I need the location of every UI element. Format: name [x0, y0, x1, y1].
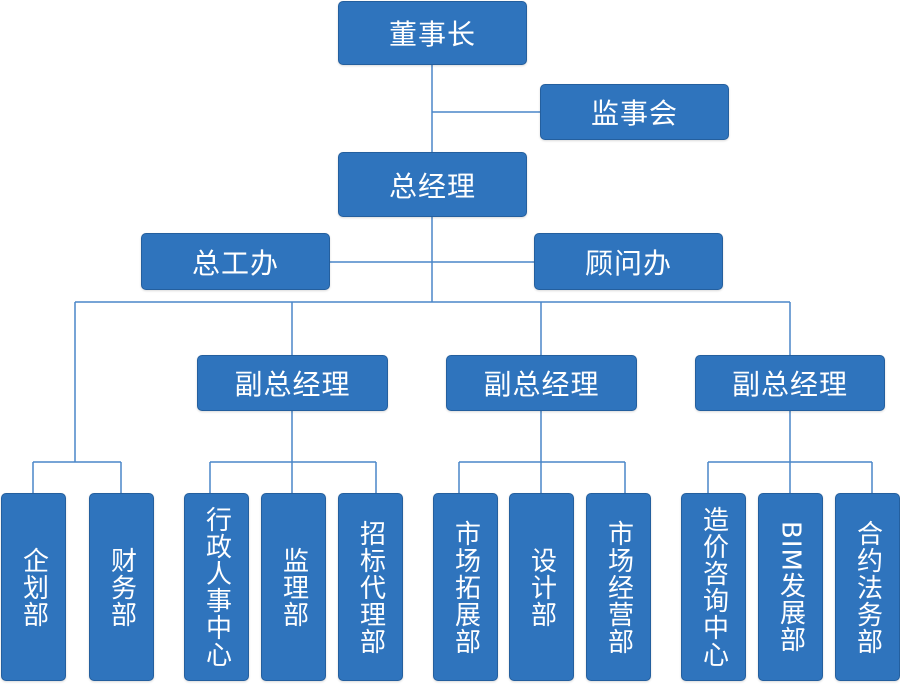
dept-bim-development: BIM发展部 [758, 493, 823, 681]
supervisory-board-box: 监事会 [540, 84, 729, 140]
deputy-gm-box-2: 副总经理 [446, 355, 637, 411]
dept-finance: 财务部 [89, 493, 154, 681]
general-manager-box: 总经理 [338, 152, 527, 217]
dept-planning: 企划部 [1, 493, 66, 681]
chairman-box: 董事长 [338, 1, 527, 65]
dept-design: 设计部 [509, 493, 574, 681]
dept-admin-hr: 行政人事中心 [184, 493, 249, 681]
advisor-office-box: 顾问办 [534, 233, 723, 290]
line-dgm3-group [707, 411, 873, 493]
dept-bidding-agency: 招标代理部 [338, 493, 403, 681]
dept-market-expansion: 市场拓展部 [433, 493, 498, 681]
deputy-gm-box-1: 副总经理 [197, 355, 388, 411]
dept-cost-consulting: 造价咨询中心 [681, 493, 746, 681]
line-dgm2-group [458, 411, 626, 493]
dept-supervision: 监理部 [261, 493, 326, 681]
chief-engineer-office-box: 总工办 [141, 233, 330, 290]
deputy-gm-box-3: 副总经理 [695, 355, 885, 411]
dept-market-operation: 市场经营部 [586, 493, 651, 681]
line-dgm1-group [209, 411, 377, 493]
dept-contract-legal: 合约法务部 [835, 493, 900, 681]
line-left-group [32, 461, 122, 493]
